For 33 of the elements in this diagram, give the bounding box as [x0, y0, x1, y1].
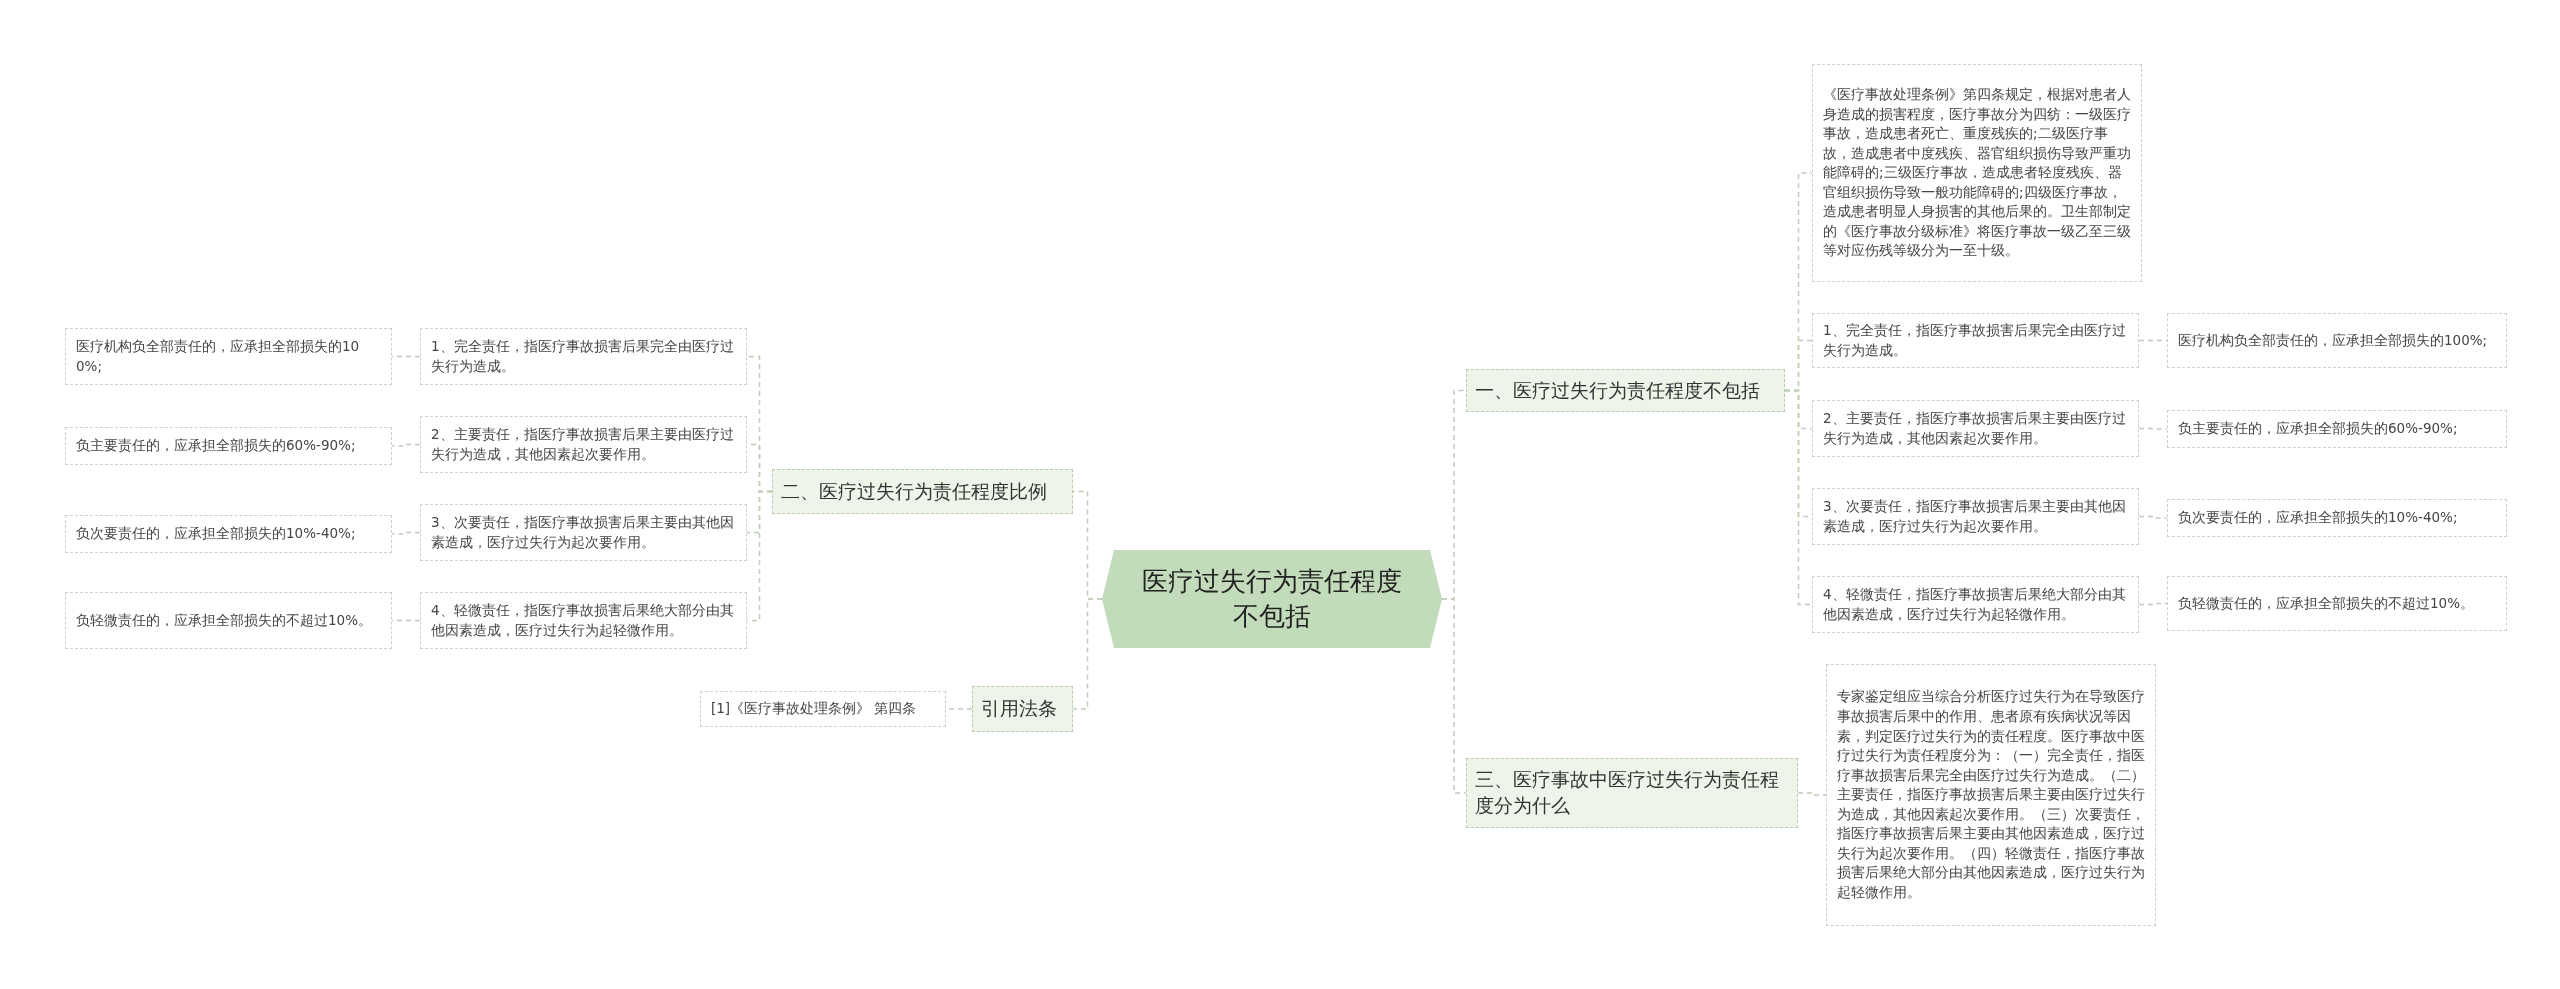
text-box: 《医疗事故处理条例》第四条规定，根据对患者人身造成的损害程度，医疗事故分为四纺：一级医疗事故，造成患者死亡、重度残疾的;二级医疗事故，造成患者中度残疾、器官组织损伤导致严重功能障碍的;三级医疗事故，造成患者轻度残疾、器官组织损伤导致一般功能障碍的;四级医疗事故，造成患者明显人身损害的其他后果的。卫生部制定的《医疗事故分级标准》将医疗事故一级乙至三级等对应伤残等级分为一至十级。 [1812, 64, 2142, 282]
branch-topic-box: 二、医疗过失行为责任程度比例 [772, 469, 1073, 514]
connector-line [1797, 792, 1827, 796]
connector-line [391, 531, 421, 535]
branch-topic-box: 三、医疗事故中医疗过失行为责任程度分为什么 [1466, 758, 1798, 828]
connector-line [1072, 598, 1103, 710]
text-box: 医疗机构负全部责任的，应承担全部损失的100%; [65, 328, 392, 385]
connector-line [2138, 515, 2168, 519]
text-box: 4、轻微责任，指医疗事故损害后果绝大部分由其他因素造成，医疗过失行为起轻微作用。 [1812, 576, 2139, 633]
text-box: 专家鉴定组应当综合分析医疗过失行为在导致医疗事故损害后果中的作用、患者原有疾病状况等因素，判定医疗过失行为的责任程度。医疗事故中医疗过失行为责任程度分为：（一）完全责任，指医疗事故损害后果完全由医疗过失行为造成。（二）主要责任，指医疗事故损害后果主要由医疗过失行为造成，其他因素起次要作用。（三）次要责任，指医疗事故损害后果主要由其他因素造成，医疗过失行为起次要作用。（四）轻微责任，指医疗事故损害后果绝大部分由其他因素造成，医疗过失行为起轻微作用。 [1826, 664, 2156, 926]
connector-line [2138, 602, 2168, 606]
text-box: 1、完全责任，指医疗事故损害后果完全由医疗过失行为造成。 [420, 328, 747, 385]
text-box: 医疗机构负全部责任的，应承担全部损失的100%; [2167, 313, 2507, 368]
text-box: 负次要责任的，应承担全部损失的10%-40%; [2167, 499, 2507, 537]
text-box: 3、次要责任，指医疗事故损害后果主要由其他因素造成，医疗过失行为起次要作用。 [1812, 488, 2139, 545]
connector-line [391, 443, 421, 447]
text-box: 2、主要责任，指医疗事故损害后果主要由医疗过失行为造成，其他因素起次要作用。 [420, 416, 747, 473]
text-box: 4、轻微责任，指医疗事故损害后果绝大部分由其他因素造成，医疗过失行为起轻微作用。 [420, 592, 747, 649]
branch-topic-box: 引用法条 [972, 686, 1073, 732]
text-box: 负轻微责任的，应承担全部损失的不超过10%。 [2167, 576, 2507, 631]
text-box: 2、主要责任，指医疗事故损害后果主要由医疗过失行为造成，其他因素起次要作用。 [1812, 400, 2139, 457]
text-box: 3、次要责任，指医疗事故损害后果主要由其他因素造成，医疗过失行为起次要作用。 [420, 504, 747, 561]
text-box: 负主要责任的，应承担全部损失的60%-90%; [2167, 410, 2507, 448]
text-box: 负主要责任的，应承担全部损失的60%-90%; [65, 427, 392, 465]
text-box: 负轻微责任的，应承担全部损失的不超过10%。 [65, 592, 392, 649]
connector-line [2138, 427, 2168, 430]
text-box: 负次要责任的，应承担全部损失的10%-40%; [65, 515, 392, 553]
text-box: 1、完全责任，指医疗事故损害后果完全由医疗过失行为造成。 [1812, 313, 2139, 368]
branch-topic-box: 一、医疗过失行为责任程度不包括 [1466, 369, 1785, 412]
connector-line [1784, 389, 1813, 606]
text-box: [1]《医疗事故处理条例》 第四条 [700, 691, 946, 727]
central-topic-hexagon: 医疗过失行为责任程度不包括 [1102, 550, 1442, 648]
connector-line [1441, 598, 1467, 794]
